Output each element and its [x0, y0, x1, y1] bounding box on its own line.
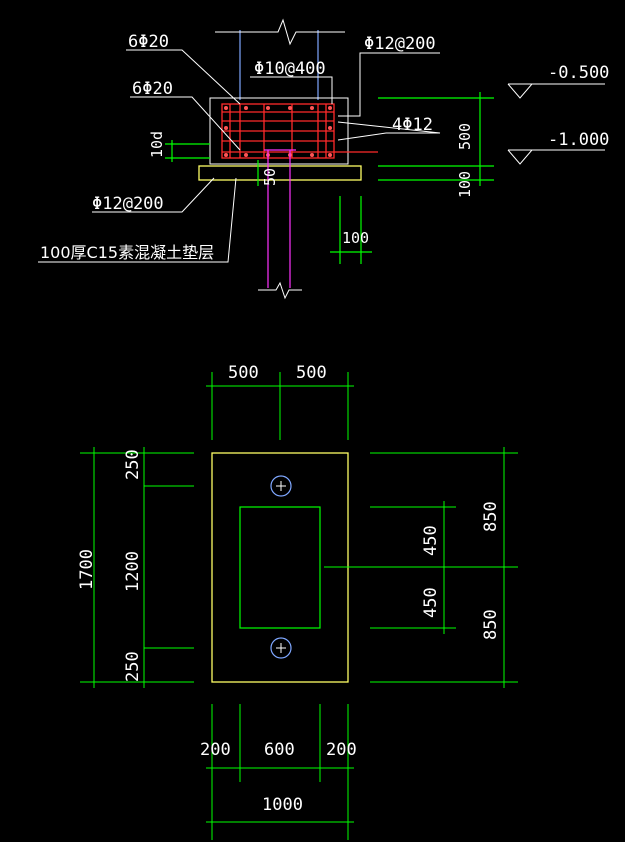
label-elev-top: -0.500 [548, 63, 609, 83]
label-pad-layer: 100厚C15素混凝土垫层 [40, 243, 214, 262]
footing-outline [209, 97, 349, 165]
plan-dim-bottom-mid: 600 [264, 740, 295, 760]
plan-dim-left-mid: 1200 [123, 551, 143, 592]
elevation-marker-bottom [507, 149, 605, 165]
pad-layer [198, 165, 362, 181]
break-mark-bottom [258, 281, 302, 300]
plan-dim-right-mid-bottom: 450 [421, 587, 441, 618]
plan-dim-left-bottom: 250 [123, 651, 143, 682]
plan-column-outline [239, 506, 321, 629]
section-view: 6Φ20 6Φ20 Φ10@400 Φ12@200 4Φ12 Φ12@200 1… [38, 18, 609, 300]
plan-dim-right-mid-top: 450 [421, 525, 441, 556]
pile-marker-bottom [270, 637, 292, 659]
label-dim-100-below: 100 [456, 171, 474, 198]
label-bottom-rebar: 6Φ20 [132, 79, 173, 99]
label-cover: 10d [148, 131, 166, 158]
rebar-dots [224, 106, 332, 157]
elevation-marker-top [507, 83, 605, 99]
label-top-rebar: 6Φ20 [128, 32, 169, 52]
plan-dim-top-left: 500 [228, 363, 259, 383]
label-dim-50: 50 [261, 168, 279, 186]
plan-dim-bottom-left: 200 [200, 740, 231, 760]
label-stirrup-main: Φ10@400 [254, 59, 326, 79]
plan-dim-left-total: 1700 [77, 549, 97, 590]
plan-dim-left-top: 250 [123, 449, 143, 480]
plan-dim-right-bottom: 850 [481, 609, 501, 640]
plan-dim-bottom-right: 200 [326, 740, 357, 760]
label-dim-500: 500 [456, 123, 474, 150]
label-dim-100-right: 100 [342, 229, 369, 247]
plan-dim-top-right: 500 [296, 363, 327, 383]
break-mark-top [215, 18, 345, 46]
plan-view: 500 500 1700 250 1200 250 450 450 850 85… [77, 363, 518, 840]
label-stirrup-left-bottom: Φ12@200 [92, 194, 164, 214]
plan-dim-right-top: 850 [481, 501, 501, 532]
pile-marker-top [270, 475, 292, 497]
label-elev-bottom: -1.000 [548, 130, 609, 150]
plan-dim-bottom-total: 1000 [262, 795, 303, 815]
label-stirrup-right: Φ12@200 [364, 34, 436, 54]
label-side-bars: 4Φ12 [392, 115, 433, 135]
